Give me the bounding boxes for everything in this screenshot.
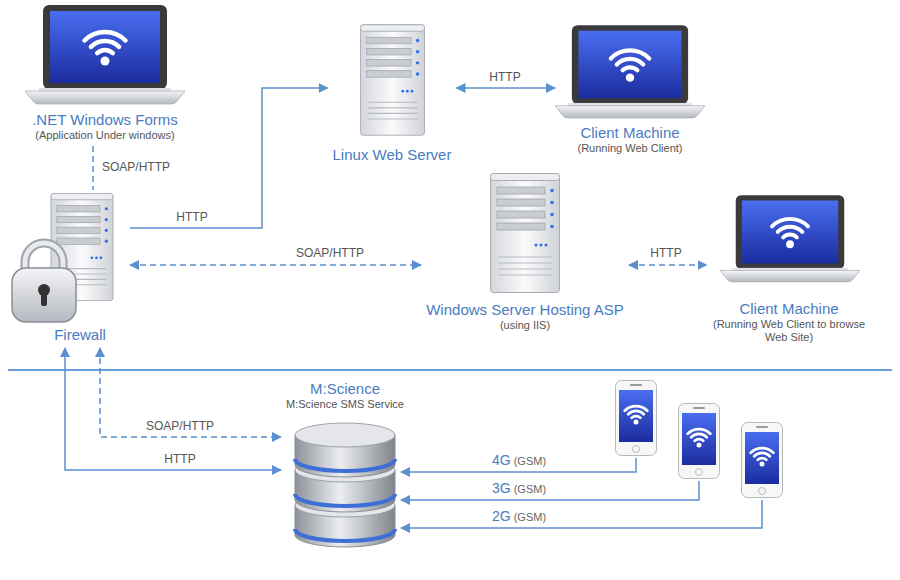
- app-server-node: Windows Server Hosting ASP(using IIS): [421, 170, 629, 336]
- node-subtitle: M:Science SMS Service: [285, 398, 405, 411]
- network-generation: 4G: [492, 452, 511, 469]
- padlock-icon: [12, 243, 76, 322]
- network-type: (GSM): [514, 483, 546, 496]
- laptop-icon: [25, 5, 185, 104]
- node-title: Client Machine: [711, 300, 868, 318]
- node-title: Linux Web Server: [332, 146, 453, 164]
- gsm-link: [401, 458, 762, 528]
- connector: [92, 146, 94, 190]
- node-title: Firewall: [34, 326, 126, 344]
- node-title: Client Machine: [559, 124, 701, 142]
- connector: [130, 88, 328, 228]
- phone-icon: [616, 381, 657, 456]
- connector: [629, 264, 707, 266]
- node-title: M:Science: [285, 380, 405, 398]
- laptop-icon: [720, 195, 860, 282]
- database-icon: [295, 423, 395, 547]
- server-icon: [491, 174, 560, 293]
- desktop-app-node: .NET Windows Forms(Application Under win…: [25, 5, 185, 146]
- web-server-node: Linux Web Server: [328, 20, 457, 168]
- section-divider: [8, 369, 892, 371]
- network-generation: 3G: [492, 480, 511, 497]
- phone-icon: [679, 404, 720, 479]
- server-icon: [360, 25, 424, 136]
- connector: [65, 348, 281, 470]
- network-type: (GSM): [514, 455, 546, 468]
- connector-label: HTTP: [161, 452, 198, 466]
- phone-icon: [742, 423, 783, 498]
- node-subtitle: (Application Under windows): [29, 129, 181, 142]
- node-subtitle: (Running Web Client to browse Web Site): [711, 318, 868, 344]
- network-generation: 2G: [492, 508, 511, 525]
- connector: [457, 87, 556, 89]
- connector-label: HTTP: [647, 246, 684, 260]
- connector-label: SOAP/HTTP: [99, 160, 173, 174]
- client-node: Client Machine(Running Web Client to bro…: [707, 195, 872, 348]
- node-title: .NET Windows Forms: [29, 111, 181, 129]
- database-node: M:ScienceM:Science SMS Service: [281, 380, 409, 539]
- connector-label: SOAP/HTTP: [143, 419, 217, 433]
- node-subtitle: (Running Web Client): [559, 142, 701, 155]
- laptop-icon: [555, 25, 705, 118]
- client-node: Client Machine(Running Web Client): [555, 25, 705, 159]
- connector: [130, 264, 421, 266]
- firewall-node: Firewall: [30, 190, 130, 348]
- network-type: (GSM): [514, 511, 546, 524]
- node-title: Windows Server Hosting ASP: [425, 301, 625, 319]
- connector-label: SOAP/HTTP: [293, 246, 367, 260]
- connector-label: HTTP: [173, 210, 210, 224]
- node-subtitle: (using IIS): [425, 319, 625, 332]
- connector-label: HTTP: [486, 70, 523, 84]
- connector: [100, 348, 281, 437]
